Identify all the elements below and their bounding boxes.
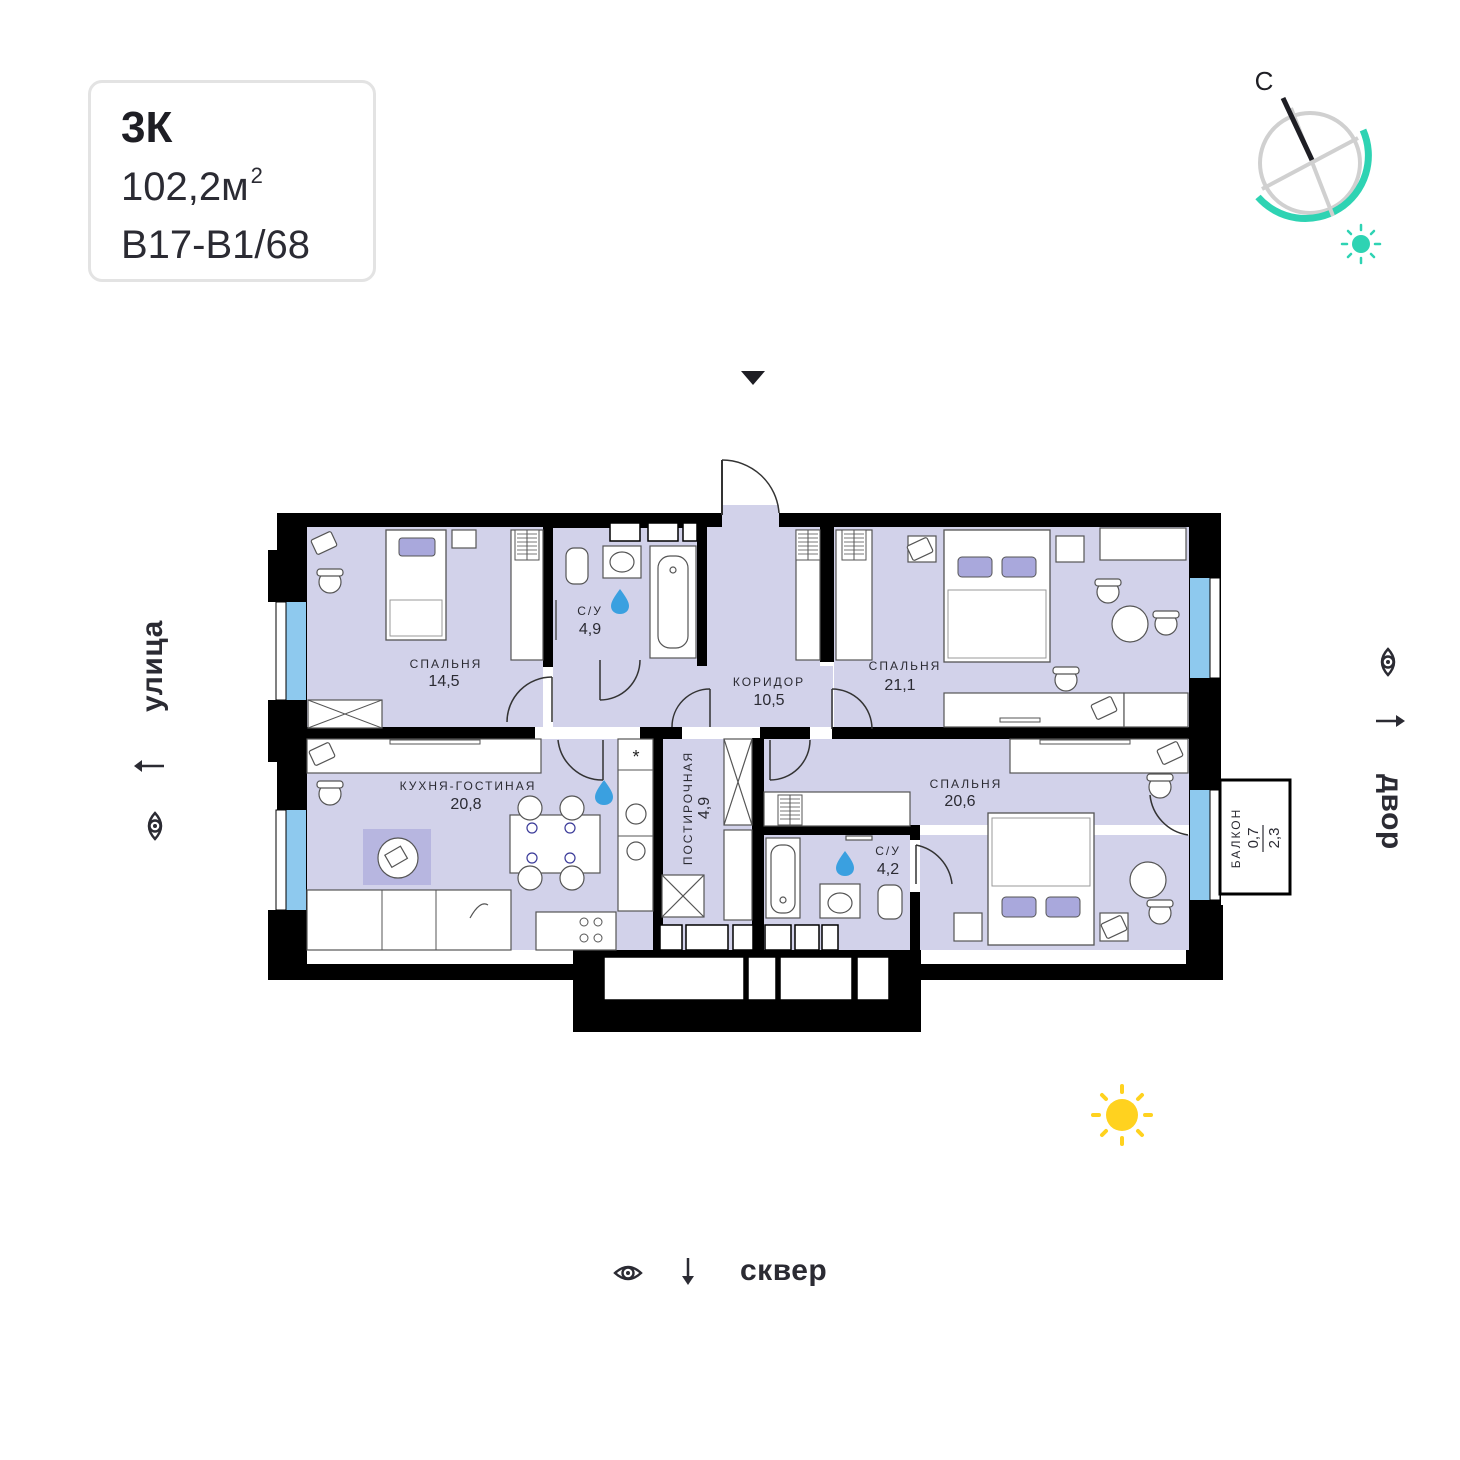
eye-icon [1380,647,1396,677]
corridor-closets [795,529,873,661]
room-area: 21,1 [884,677,915,694]
room-area: 0,7 [1245,828,1262,849]
apartment-type: 3К [121,103,173,152]
arrow-down-icon [682,1258,694,1285]
room-name: КОРИДОР [733,675,805,689]
compass: С [1255,66,1382,265]
compass-north-label: С [1255,66,1274,96]
apartment-code: B17-B1/68 [121,223,311,267]
entrance-door [721,459,780,527]
room-name: С/У [875,844,901,858]
room-area: 14,5 [428,673,459,690]
laundry-fixtures [661,738,753,921]
compass-north-needle [1280,96,1315,162]
room-name: БАЛКОН [1229,808,1243,869]
storage-bottom [603,522,890,1001]
room-area-secondary: 2,3 [1266,828,1283,849]
arrow-right-icon [1376,715,1405,727]
sun-icon-small [1340,223,1382,265]
balcony [1218,778,1292,896]
eye-icon [147,811,163,841]
windows [275,577,1221,911]
room-name: ПОСТИРОЧНАЯ [681,751,695,865]
arrow-up-icon [134,760,164,772]
room-area: 4,9 [579,621,601,638]
bedroom-2-furniture [906,527,1189,728]
room-name: СПАЛЬНЯ [930,777,1003,791]
room-labels: СПАЛЬНЯ 14,5 С/У 4,9 КОРИДОР 10,5 СПАЛЬН… [400,604,1283,878]
svg-text:*: * [632,747,639,767]
room-area: 10,5 [753,692,784,709]
bedroom-3-furniture [763,738,1189,946]
room-name: СПАЛЬНЯ [410,657,483,671]
entrance-arrow-icon [741,371,765,385]
apartment-area-value: 102,2м [121,165,249,209]
view-label-right: двор [1375,774,1408,850]
eye-icon [613,1265,643,1281]
bathroom-1-fixtures [555,545,697,659]
kitchen-living-furniture: * [306,738,654,951]
compass-sun-arc [1255,128,1372,222]
view-label-bottom: сквер [740,1254,828,1287]
room-area: 4,2 [877,861,899,878]
interior-doors [506,659,1189,885]
bathroom-2-fixtures [765,835,903,920]
area-unit-superscript: 2 [250,163,263,188]
room-area: 4,9 [696,797,713,819]
apartment-info-card: 3К 102,2м2 B17-B1/68 [88,80,376,282]
bedroom-1-furniture [307,529,544,729]
room-name: СПАЛЬНЯ [869,659,942,673]
view-label-left: улица [136,620,169,712]
room-area: 20,6 [944,793,975,810]
apartment-area: 102,2м2 [121,163,263,210]
room-area: 20,8 [450,796,481,813]
room-name: С/У [577,604,603,618]
sun-icon [1091,1084,1153,1146]
room-name: КУХНЯ-ГОСТИНАЯ [400,779,537,793]
